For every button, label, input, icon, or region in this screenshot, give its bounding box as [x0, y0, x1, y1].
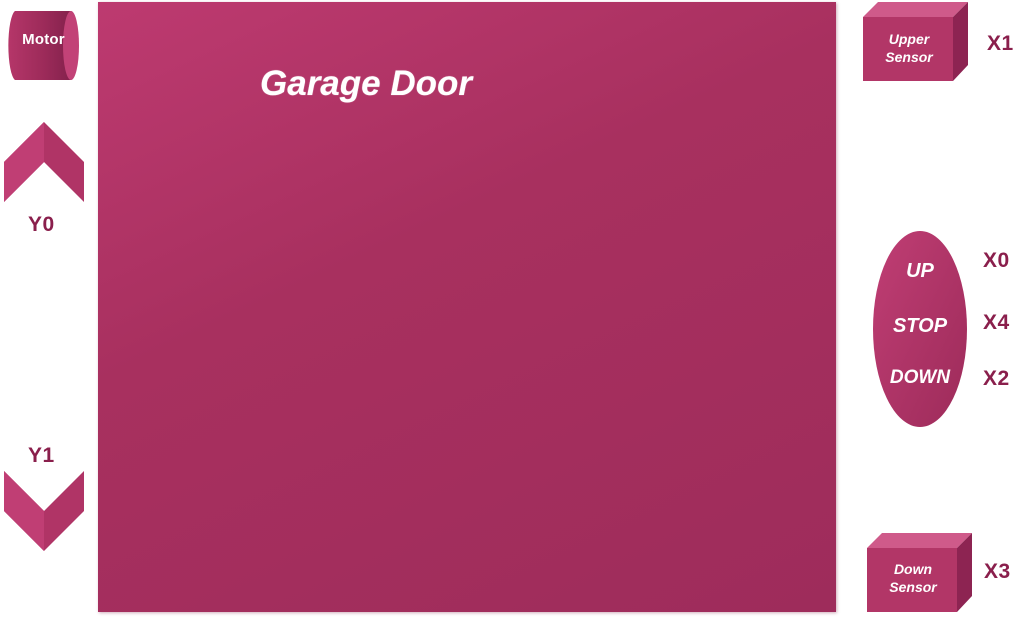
motor-up-output — [4, 122, 84, 202]
x0-label: X0 — [983, 249, 1010, 272]
oval-shape — [873, 231, 967, 427]
door-title: Garage Door — [260, 64, 472, 103]
cylinder-icon — [8, 11, 79, 80]
up-button[interactable]: UP — [906, 260, 934, 282]
control-panel: UP STOP DOWN — [872, 230, 968, 428]
x4-label: X4 — [983, 311, 1010, 334]
motor-down-output — [4, 471, 84, 551]
motor: Motor — [7, 9, 80, 82]
cube-icon — [867, 533, 972, 612]
motor-label: Motor — [22, 31, 65, 48]
y1-label: Y1 — [28, 444, 55, 467]
upper-sensor-label: Upper Sensor — [885, 31, 933, 65]
down-button[interactable]: DOWN — [889, 367, 951, 388]
upper-sensor: Upper Sensor — [862, 1, 970, 83]
x2-label: X2 — [983, 367, 1010, 390]
y0-label: Y0 — [28, 213, 55, 236]
down-sensor-label: Down Sensor — [889, 561, 937, 595]
chevron-down-icon — [4, 471, 84, 551]
stop-button[interactable]: STOP — [892, 315, 948, 337]
garage-door: Garage Door — [98, 2, 836, 612]
x1-label: X1 — [987, 32, 1014, 55]
chevron-up-icon — [4, 122, 84, 202]
down-sensor: Down Sensor — [866, 532, 974, 614]
cube-icon — [863, 2, 968, 81]
x3-label: X3 — [984, 560, 1011, 583]
